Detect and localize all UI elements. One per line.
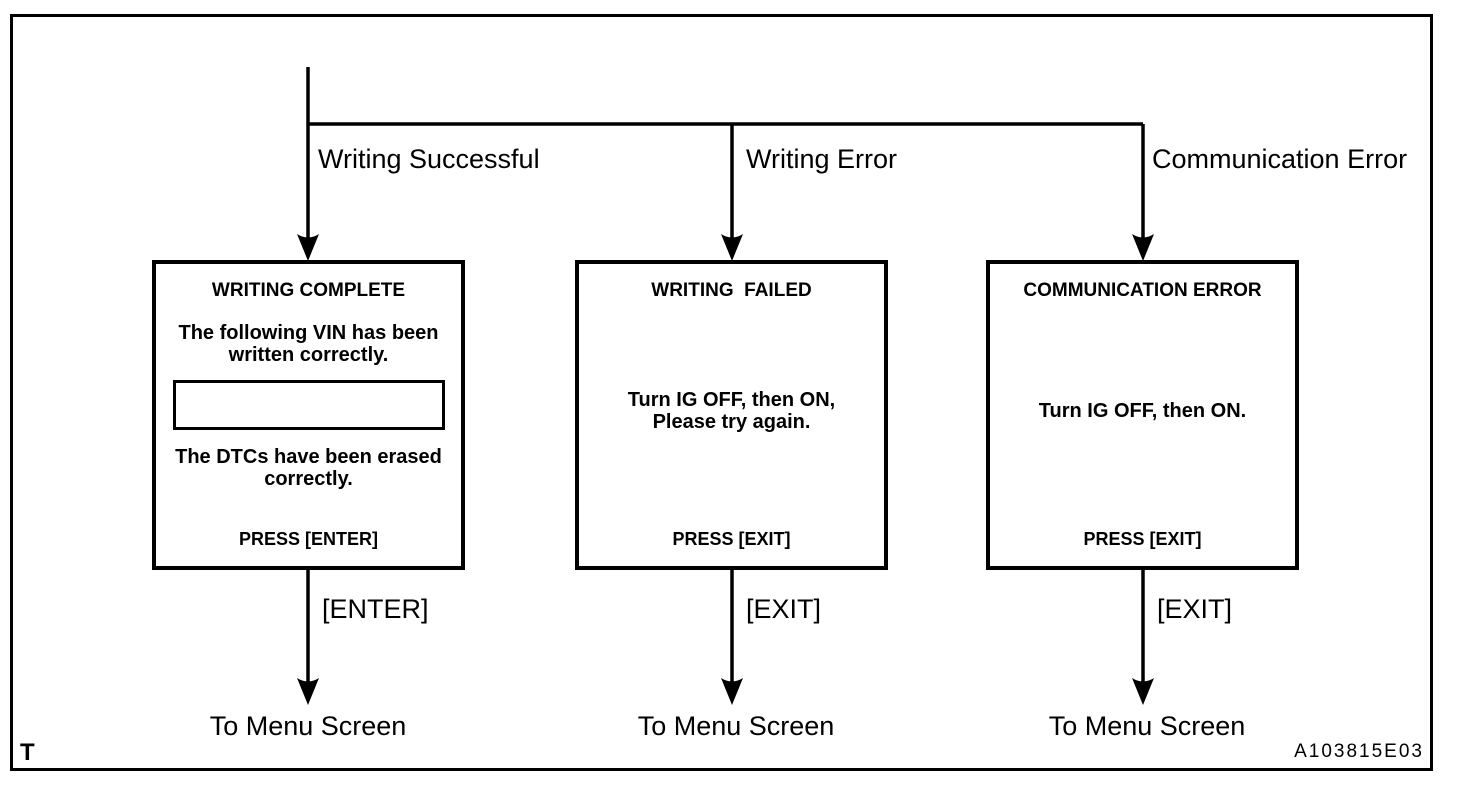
screen-box-writing-complete: WRITING COMPLETE The following VIN has b… bbox=[152, 260, 465, 570]
screen-message-area: Turn IG OFF, then ON, Please try again. bbox=[579, 302, 884, 519]
screen-title: WRITING FAILED bbox=[651, 280, 812, 301]
message-line: The following VIN has been bbox=[178, 322, 439, 344]
screen-title: COMMUNICATION ERROR bbox=[1023, 280, 1262, 301]
message-line: written correctly. bbox=[228, 344, 389, 366]
key-label-enter: [ENTER] bbox=[322, 594, 429, 624]
key-label-exit-writing-failed: [EXIT] bbox=[746, 594, 822, 624]
message-line: Please try again. bbox=[652, 410, 811, 433]
figure-border bbox=[10, 14, 1433, 771]
press-instruction: PRESS [EXIT] bbox=[672, 529, 791, 549]
condition-label-communication-error: Communication Error bbox=[1152, 144, 1408, 174]
vin-display-field bbox=[172, 380, 445, 430]
condition-label-writing-successful: Writing Successful bbox=[318, 144, 540, 174]
message-line: correctly. bbox=[264, 468, 353, 490]
destination-label-1: To Menu Screen bbox=[209, 711, 407, 741]
screen-box-writing-failed: WRITING FAILED Turn IG OFF, then ON, Ple… bbox=[575, 260, 888, 570]
figure-id: A103815E03 bbox=[1294, 741, 1424, 762]
screen-box-communication-error: COMMUNICATION ERROR Turn IG OFF, then ON… bbox=[986, 260, 1299, 570]
screen-message-area: Turn IG OFF, then ON. bbox=[990, 302, 1295, 519]
screen-title: WRITING COMPLETE bbox=[211, 280, 406, 301]
destination-label-2: To Menu Screen bbox=[637, 711, 835, 741]
message-line: Turn IG OFF, then ON, bbox=[627, 388, 836, 411]
condition-label-writing-error: Writing Error bbox=[746, 144, 898, 174]
screen-message-top: The following VIN has been written corre… bbox=[178, 322, 438, 366]
screen-message: Turn IG OFF, then ON. bbox=[1039, 400, 1246, 422]
destination-label-3: To Menu Screen bbox=[1048, 711, 1246, 741]
message-line: The DTCs have been erased bbox=[175, 446, 442, 468]
key-label-exit-communication-error: [EXIT] bbox=[1157, 594, 1233, 624]
press-instruction: PRESS [ENTER] bbox=[238, 529, 379, 549]
screen-message-bottom: The DTCs have been erased correctly. bbox=[175, 446, 442, 490]
press-instruction: PRESS [EXIT] bbox=[1083, 529, 1202, 549]
screen-message: Turn IG OFF, then ON, Please try again. bbox=[628, 389, 835, 433]
corner-label: T bbox=[20, 739, 35, 766]
message-line: Turn IG OFF, then ON. bbox=[1038, 399, 1247, 422]
